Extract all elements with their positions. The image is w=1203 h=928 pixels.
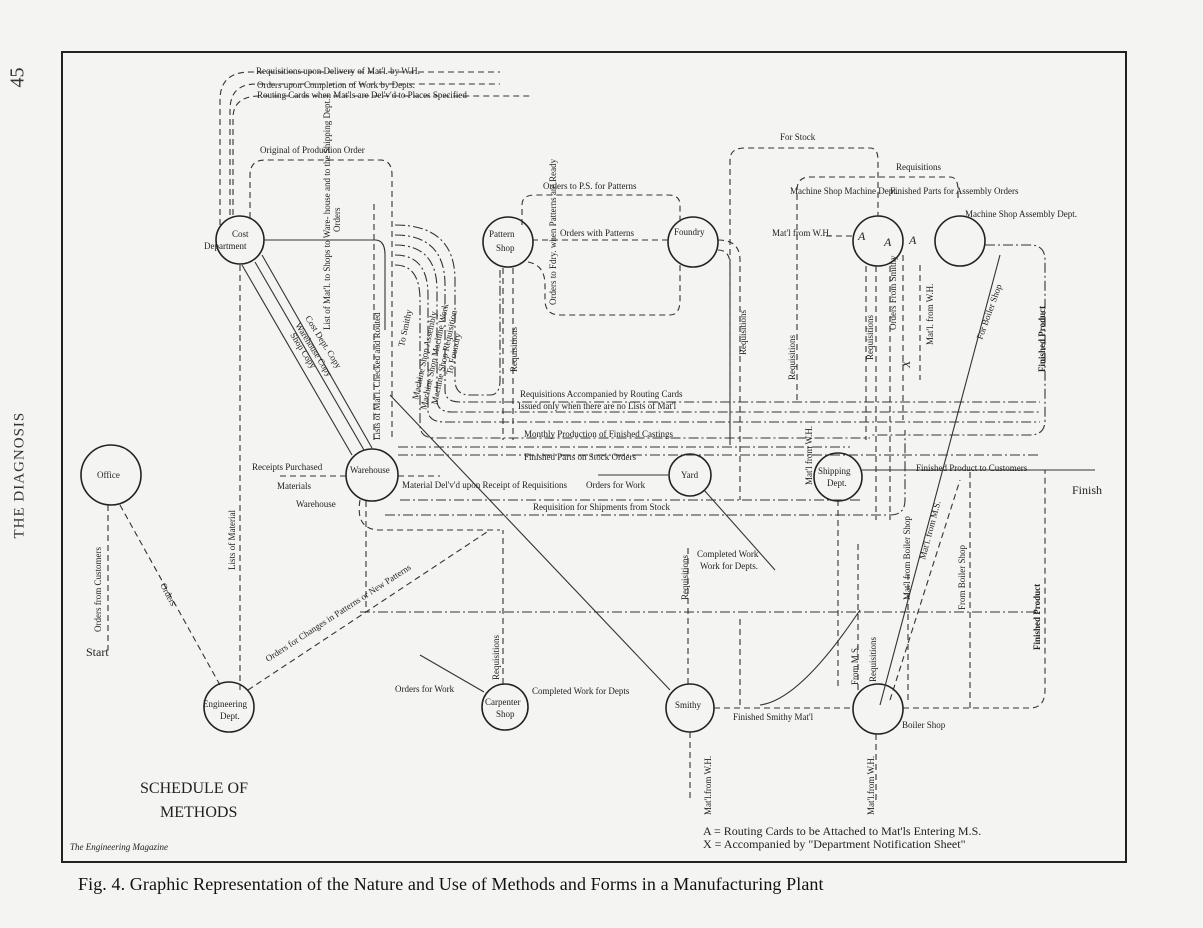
label-engineering-2: Dept. bbox=[220, 711, 240, 721]
label-requisitions-ps: Requisitions bbox=[509, 326, 519, 372]
label-orders-fdry: Orders to Fdry. when Patterns are Ready bbox=[548, 158, 558, 305]
label-orders-for-work-carp: Orders for Work bbox=[395, 684, 455, 694]
figure-caption: Fig. 4. Graphic Representation of the Na… bbox=[78, 874, 824, 894]
label-finish: Finish bbox=[1072, 483, 1102, 497]
label-orders-ps: Orders to P.S. for Patterns bbox=[543, 181, 637, 191]
label-smithy: Smithy bbox=[675, 700, 702, 710]
label-orders-v: Orders bbox=[332, 207, 342, 232]
diagram-title-line2: METHODS bbox=[160, 804, 237, 821]
label-cost-2: Department bbox=[204, 241, 247, 251]
a-mark-3: A bbox=[908, 233, 917, 247]
label-work-for-depts: Work for Depts. bbox=[700, 561, 758, 571]
node-boiler-shop bbox=[852, 683, 904, 735]
node-engineering-dept bbox=[203, 681, 255, 733]
label-req-shipments: Requisition for Shipments from Stock bbox=[533, 502, 670, 512]
label-monthly: Monthly Production of Finished Castings bbox=[524, 429, 674, 439]
label-finished-product-2: Finished Product bbox=[1032, 584, 1042, 650]
flow-lines bbox=[107, 71, 1095, 800]
node-assembly-dept bbox=[934, 215, 986, 267]
label-to-smithy: To Smithy bbox=[396, 308, 414, 347]
node-pattern-shop bbox=[482, 216, 534, 268]
label-warehouse: Warehouse bbox=[350, 465, 390, 475]
label-for-stock: For Stock bbox=[780, 132, 816, 142]
node-warehouse bbox=[345, 448, 399, 502]
label-requisitions-md: Requisitions bbox=[787, 334, 797, 380]
label-req-routing: Requisitions Accompanied by Routing Card… bbox=[520, 389, 683, 399]
label-orders-with-patterns: Orders with Patterns bbox=[560, 228, 634, 238]
label-shipping-1: Shipping bbox=[818, 466, 851, 476]
label-orders-from-smithy: Orders From Smithy bbox=[888, 255, 898, 330]
label-matl-from-wh-ship: Mat'l from W.H. bbox=[804, 426, 814, 485]
legend-x: X = Accompanied by "Department Notificat… bbox=[703, 837, 966, 851]
label-original-order: Original of Production Order bbox=[260, 145, 365, 155]
label-for-boiler-shop: For Boiler Shop bbox=[974, 282, 1003, 340]
node-yard bbox=[668, 453, 712, 497]
label-completed-work-carp: Completed Work for Depts bbox=[532, 686, 630, 696]
a-mark-1: A bbox=[857, 229, 866, 243]
label-finished-product: Finished Product bbox=[1037, 306, 1047, 372]
x-mark: X bbox=[899, 360, 913, 369]
label-orders-from-customers: Orders from Customers bbox=[93, 547, 103, 632]
label-top1: Requisitions upon Delivery of Mat'l. by … bbox=[256, 66, 420, 76]
a-mark-2: A bbox=[883, 235, 892, 249]
label-issued-only: Issued only when there are no Lists of M… bbox=[518, 401, 677, 411]
label-lists-of-material: Lists of Material bbox=[227, 510, 237, 570]
label-finished-parts-assembly: Finished Parts for Assembly Orders bbox=[890, 186, 1019, 196]
label-foundry: Foundry bbox=[674, 227, 705, 237]
label-carpenter-2: Shop bbox=[496, 709, 515, 719]
label-requisitions-top: Requisitions bbox=[896, 162, 942, 172]
label-lists-checked: Lists of Mat'l. Checked and Routed bbox=[372, 312, 382, 440]
node-office bbox=[80, 444, 142, 506]
label-top2: Orders upon Completion of Work by Depts. bbox=[257, 80, 415, 90]
label-pattern-2: Shop bbox=[496, 243, 515, 253]
label-shipping-2: Dept. bbox=[827, 478, 847, 488]
label-list-matl: List of Mat'l. to Shops to Ware- house a… bbox=[322, 99, 332, 330]
label-machine-dept: Machine Shop Machine Dept. bbox=[790, 186, 898, 196]
label-material-delivered: Material Del'v'd upon Receipt of Requisi… bbox=[402, 480, 567, 490]
label-requisitions-fdry: Requisitions bbox=[738, 309, 748, 355]
label-engineering-1: Engineering bbox=[203, 699, 247, 709]
label-office: Office bbox=[97, 470, 120, 480]
legend-a: A = Routing Cards to be Attached to Mat'… bbox=[703, 824, 981, 838]
label-matl-from-wh: Mat'l from W.H. bbox=[772, 228, 831, 238]
label-matl-from-wh-smithy: Mat'l.from W.H. bbox=[703, 756, 713, 815]
label-assembly-dept: Machine Shop Assembly Dept. bbox=[965, 209, 1077, 219]
label-requisitions-smithy: Requisitions bbox=[680, 554, 690, 600]
label-carpenter-1: Carpenter bbox=[485, 697, 520, 707]
source-credit: The Engineering Magazine bbox=[70, 842, 168, 852]
label-requisitions-md2: Requisitions bbox=[865, 314, 875, 360]
node-foundry bbox=[667, 216, 719, 268]
diagram-title-line1: SCHEDULE OF bbox=[140, 780, 248, 797]
label-matl-from-wh-boiler: Mat'l.from W.H. bbox=[866, 756, 876, 815]
label-pattern-1: Pattern bbox=[489, 229, 515, 239]
label-top3: Routing Cards when Mat'ls are Del'v'd to… bbox=[257, 90, 467, 100]
label-matl-from-boiler: Mat'l from Boiler Shop bbox=[902, 516, 912, 600]
label-warehouse-2: Warehouse bbox=[296, 499, 336, 509]
label-yard: Yard bbox=[681, 470, 699, 480]
diagram-frame bbox=[61, 51, 1127, 863]
label-boiler-shop: Boiler Shop bbox=[902, 720, 946, 730]
label-orders-changes: Orders for Changes in Patterns or New Pa… bbox=[264, 562, 413, 664]
label-orders-for-work-yard: Orders for Work bbox=[586, 480, 646, 490]
label-orders-diag: Orders bbox=[158, 581, 179, 608]
node-shipping-dept bbox=[813, 452, 863, 502]
label-requisitions-boiler: Requisitions bbox=[868, 636, 878, 682]
label-cost-1: Cost bbox=[232, 229, 249, 239]
label-requisitions-carp: Requisitions bbox=[491, 634, 501, 680]
node-carpenter-shop bbox=[481, 683, 529, 731]
label-finished-smithy: Finished Smithy Mat'l bbox=[733, 712, 814, 722]
label-matl-from-wh-v: Mat'l. from W.H. bbox=[925, 284, 935, 345]
label-from-ms: From M.S. bbox=[850, 646, 860, 685]
label-receipts: Receipts Purchased bbox=[252, 462, 323, 472]
label-completed-work: Completed Work bbox=[697, 549, 759, 559]
label-from-boiler-shop: From Boiler Shop bbox=[957, 544, 967, 610]
label-finished-to-customers: Finished Product to Customers bbox=[916, 463, 1028, 473]
label-materials: Materials bbox=[277, 481, 311, 491]
label-start: Start bbox=[86, 645, 109, 659]
node-cost-department bbox=[215, 215, 265, 265]
label-finished-parts-stock: Finished Parts on Stock Orders bbox=[524, 452, 636, 462]
label-matl-from-ms: Mat'l. from M.S. bbox=[917, 500, 942, 561]
